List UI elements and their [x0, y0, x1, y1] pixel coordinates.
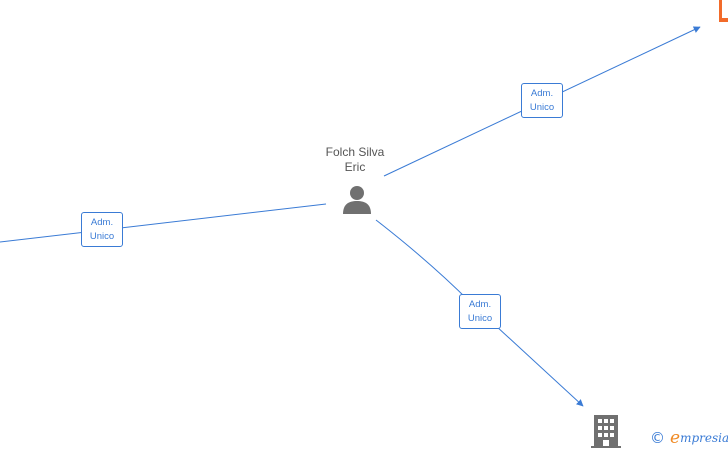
edge-label-top-right[interactable]: Adm. Unico: [521, 83, 563, 118]
person-icon[interactable]: [341, 185, 373, 215]
edge-label-role: Adm.: [530, 88, 554, 99]
edge-label-bottom[interactable]: Adm. Unico: [459, 294, 501, 329]
building-icon[interactable]: [591, 414, 621, 448]
person-name-line-2: Eric: [344, 160, 366, 174]
person-name-label[interactable]: Folch Silva Eric: [305, 145, 405, 175]
logo-first-letter: e: [670, 428, 681, 448]
edge-label-left[interactable]: Adm. Unico: [81, 212, 123, 247]
edge-label-role-detail: Unico: [467, 313, 493, 324]
logo-text: mpresia: [680, 431, 728, 445]
brand-watermark: © e mpresia: [650, 428, 728, 448]
person-name-line-1: Folch Silva: [325, 145, 385, 159]
edge-label-role: Adm.: [90, 217, 114, 228]
orange-company-icon[interactable]: [719, 0, 728, 22]
edge-label-role-detail: Unico: [529, 102, 555, 113]
copyright-symbol: ©: [650, 429, 665, 447]
edge-label-role: Adm.: [468, 299, 492, 310]
edge-label-role-detail: Unico: [89, 231, 115, 242]
edge-to-left-company: [0, 203, 327, 243]
